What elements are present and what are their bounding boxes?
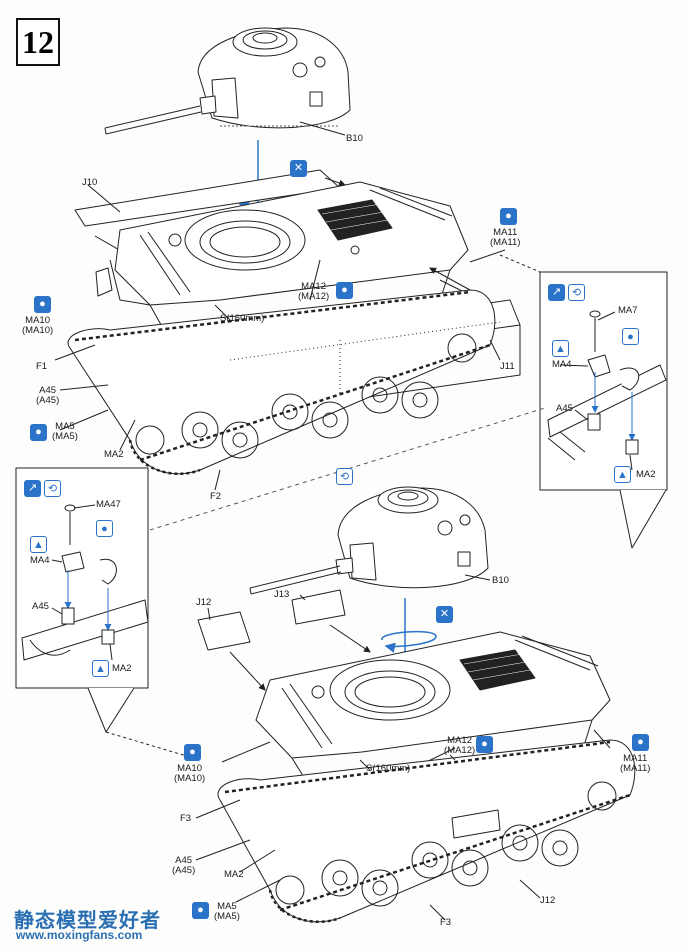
glue-drop-icon: ● [96,520,113,537]
label-ma2-lower: MA2 [224,869,244,880]
label-ma2-upper: MA2 [104,449,124,460]
label-ma4-right: MA4 [552,359,572,370]
lower-hull [255,631,611,801]
label-a45-lower: A45 (A45) [172,855,196,876]
label-j10: J10 [82,177,98,188]
label-a45-right: A45 [556,403,573,414]
lower-tracks [217,739,636,923]
label-ma10-lower: MA10 (MA10) [174,763,206,784]
label-ma2-left: MA2 [112,663,132,674]
label-b10-upper: B10 [346,133,363,144]
glue-drop-icon: ● [192,902,209,919]
insert-part-icon: ▲ [552,340,569,357]
label-j11: J11 [500,361,515,372]
label-f2: F2 [210,491,222,502]
label-a45-left: A45 [32,601,49,612]
right-detail-box [499,254,668,549]
flip-part-icon: ⟲ [568,284,585,301]
upper-hull [74,169,469,351]
cut-remove-icon: ✕ [436,606,453,623]
upper-lower-hull [67,289,521,475]
label-ma12-lower: MA12 (MA12) [444,735,476,756]
j12-plate [197,611,251,651]
site-watermark-url: www.moxingfans.com [16,928,143,942]
label-j12-bottom: J12 [540,895,556,906]
glue-drop-icon: ● [336,282,353,299]
insert-part-icon: ▲ [92,660,109,677]
label-ma11-upper: MA11 (MA11) [490,227,521,248]
label-j12-top: J12 [196,597,212,608]
flip-part-icon: ⟲ [44,480,61,497]
glue-drop-icon: ● [34,296,51,313]
label-s160-lower: S(160mm) [366,763,411,774]
label-a45-upper: A45 (A45) [36,385,60,406]
glue-drop-icon: ● [632,734,649,751]
label-ma10-upper: MA10 (MA10) [22,315,54,336]
label-b10-lower: B10 [492,575,509,586]
label-f1: F1 [36,361,48,372]
bend-part-icon: ↗ [24,480,41,497]
upper-turret [104,27,351,135]
left-detail-box [15,467,201,761]
flip-part-icon: ⟲ [336,468,353,485]
j13-plate [291,589,346,625]
glue-drop-icon: ● [184,744,201,761]
label-ma5-upper: MA5 (MA5) [52,421,78,442]
label-f3-bottom: F3 [440,917,452,928]
glue-drop-icon: ● [30,424,47,441]
label-f3-top: F3 [180,813,192,824]
label-j13: J13 [274,589,290,600]
label-ma12-upper: MA12 (MA12) [298,281,330,302]
bend-part-icon: ↗ [548,284,565,301]
insert-part-icon: ▲ [30,536,47,553]
label-ma2-right: MA2 [636,469,656,480]
label-ma5-lower: MA5 (MA5) [214,901,240,922]
label-s160-upper: S(160mm) [220,313,265,324]
label-ma47: MA47 [96,499,121,510]
insert-part-icon: ▲ [614,466,631,483]
glue-drop-icon: ● [622,328,639,345]
label-ma4-left: MA4 [30,555,50,566]
glue-drop-icon: ● [500,208,517,225]
label-ma11-lower: MA11 (MA11) [620,753,651,774]
step-number: 12 [16,18,60,66]
label-ma7: MA7 [618,305,638,316]
lower-turret [249,486,489,595]
cut-remove-icon: ✕ [290,160,307,177]
glue-drop-icon: ● [476,736,493,753]
site-watermark: 静态模型爱好者 [14,910,161,932]
